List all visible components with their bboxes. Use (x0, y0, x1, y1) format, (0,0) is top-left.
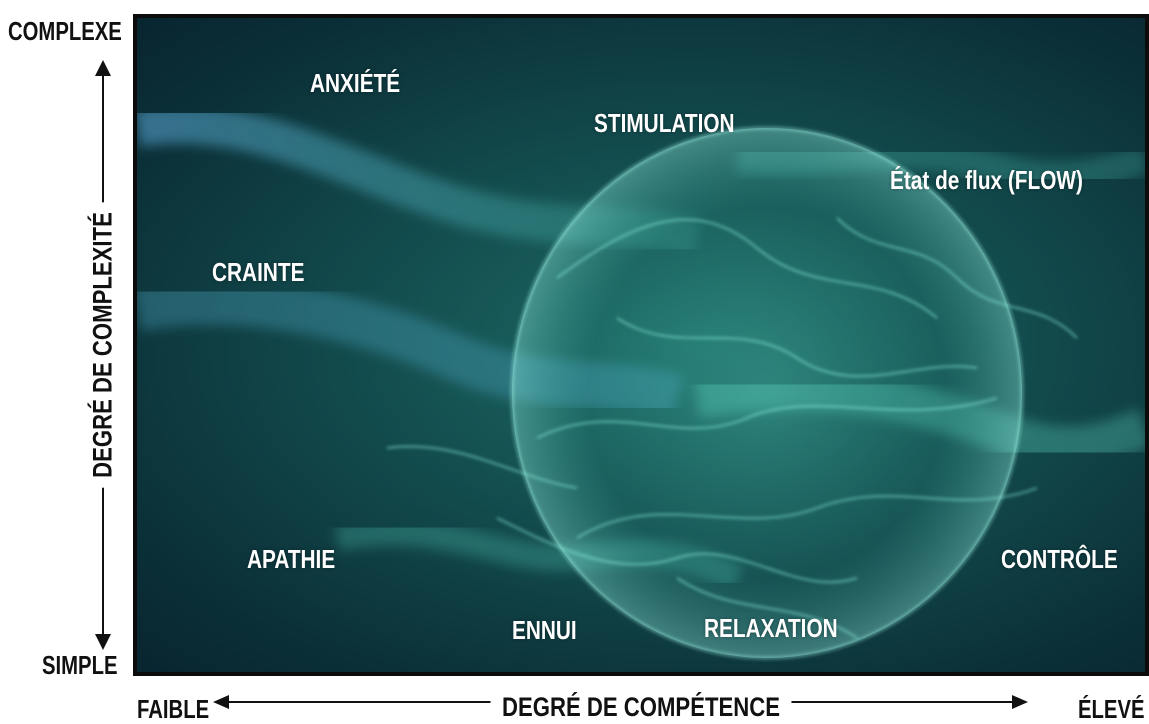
axis-label-simple: SIMPLE (42, 650, 118, 680)
state-fear: CRAINTE (212, 257, 305, 287)
smoke-sphere-illustration (137, 105, 1145, 660)
axis-label-low: FAIBLE (137, 694, 210, 724)
flow-diagram-panel: ANXIÉTÉ STIMULATION État de flux (FLOW) … (133, 14, 1149, 676)
state-relaxation: RELAXATION (704, 613, 838, 643)
axis-label-complex: COMPLEXE (8, 16, 122, 46)
state-control: CONTRÔLE (1001, 544, 1118, 574)
state-stimulation: STIMULATION (594, 108, 735, 138)
state-boredom: ENNUI (512, 615, 577, 645)
state-apathy: APATHIE (247, 544, 336, 574)
vertical-axis-title: DEGRÉ DE COMPLEXITÉ (88, 202, 118, 488)
horizontal-axis-title: DEGRÉ DE COMPÉTENCE (490, 694, 792, 721)
axis-label-high: ÉLEVÉ (1078, 694, 1145, 724)
state-flow: État de flux (FLOW) (890, 165, 1083, 195)
state-anxiety: ANXIÉTÉ (310, 68, 401, 98)
